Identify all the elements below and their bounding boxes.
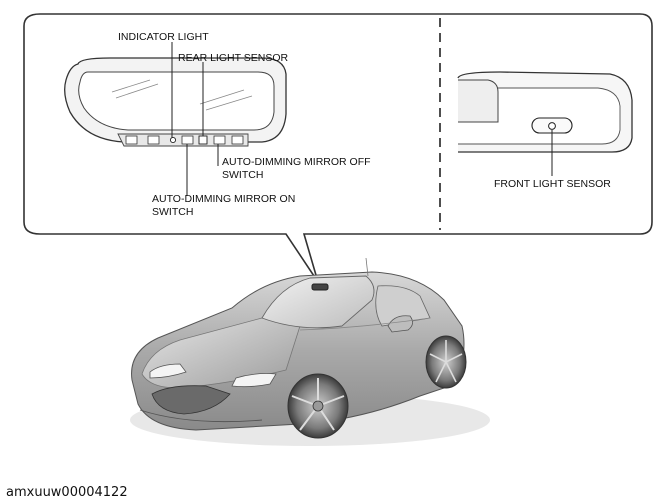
auto-dimming-on-switch-shape xyxy=(181,135,194,145)
rear-light-sensor-label: REAR LIGHT SENSOR xyxy=(178,52,288,64)
car-illustration xyxy=(130,257,490,446)
auto-dimming-off-switch-shape xyxy=(213,135,226,145)
rear-light-sensor-shape xyxy=(198,135,208,145)
off-switch-label-line1: AUTO-DIMMING MIRROR OFF xyxy=(222,156,371,168)
leader-lines-left xyxy=(171,42,219,196)
switch-button-6 xyxy=(231,135,244,145)
on-switch-label-line1: AUTO-DIMMING MIRROR ON xyxy=(152,193,295,205)
off-switch-label-line2: SWITCH xyxy=(222,169,263,181)
indicator-light-dot xyxy=(169,136,177,144)
rear-view-mirror-illustration xyxy=(64,57,287,147)
figure-code: amxuuw00004122 xyxy=(6,485,128,500)
front-light-sensor-label: FRONT LIGHT SENSOR xyxy=(494,178,611,190)
front-light-sensor-lens xyxy=(548,122,556,130)
windshield-mirror-marker xyxy=(311,283,329,291)
switch-button-2 xyxy=(147,135,160,145)
on-switch-label-line2: SWITCH xyxy=(152,206,193,218)
indicator-light-label: INDICATOR LIGHT xyxy=(118,31,209,43)
mirror-back-illustration xyxy=(457,71,633,153)
switch-button-1 xyxy=(125,135,138,145)
